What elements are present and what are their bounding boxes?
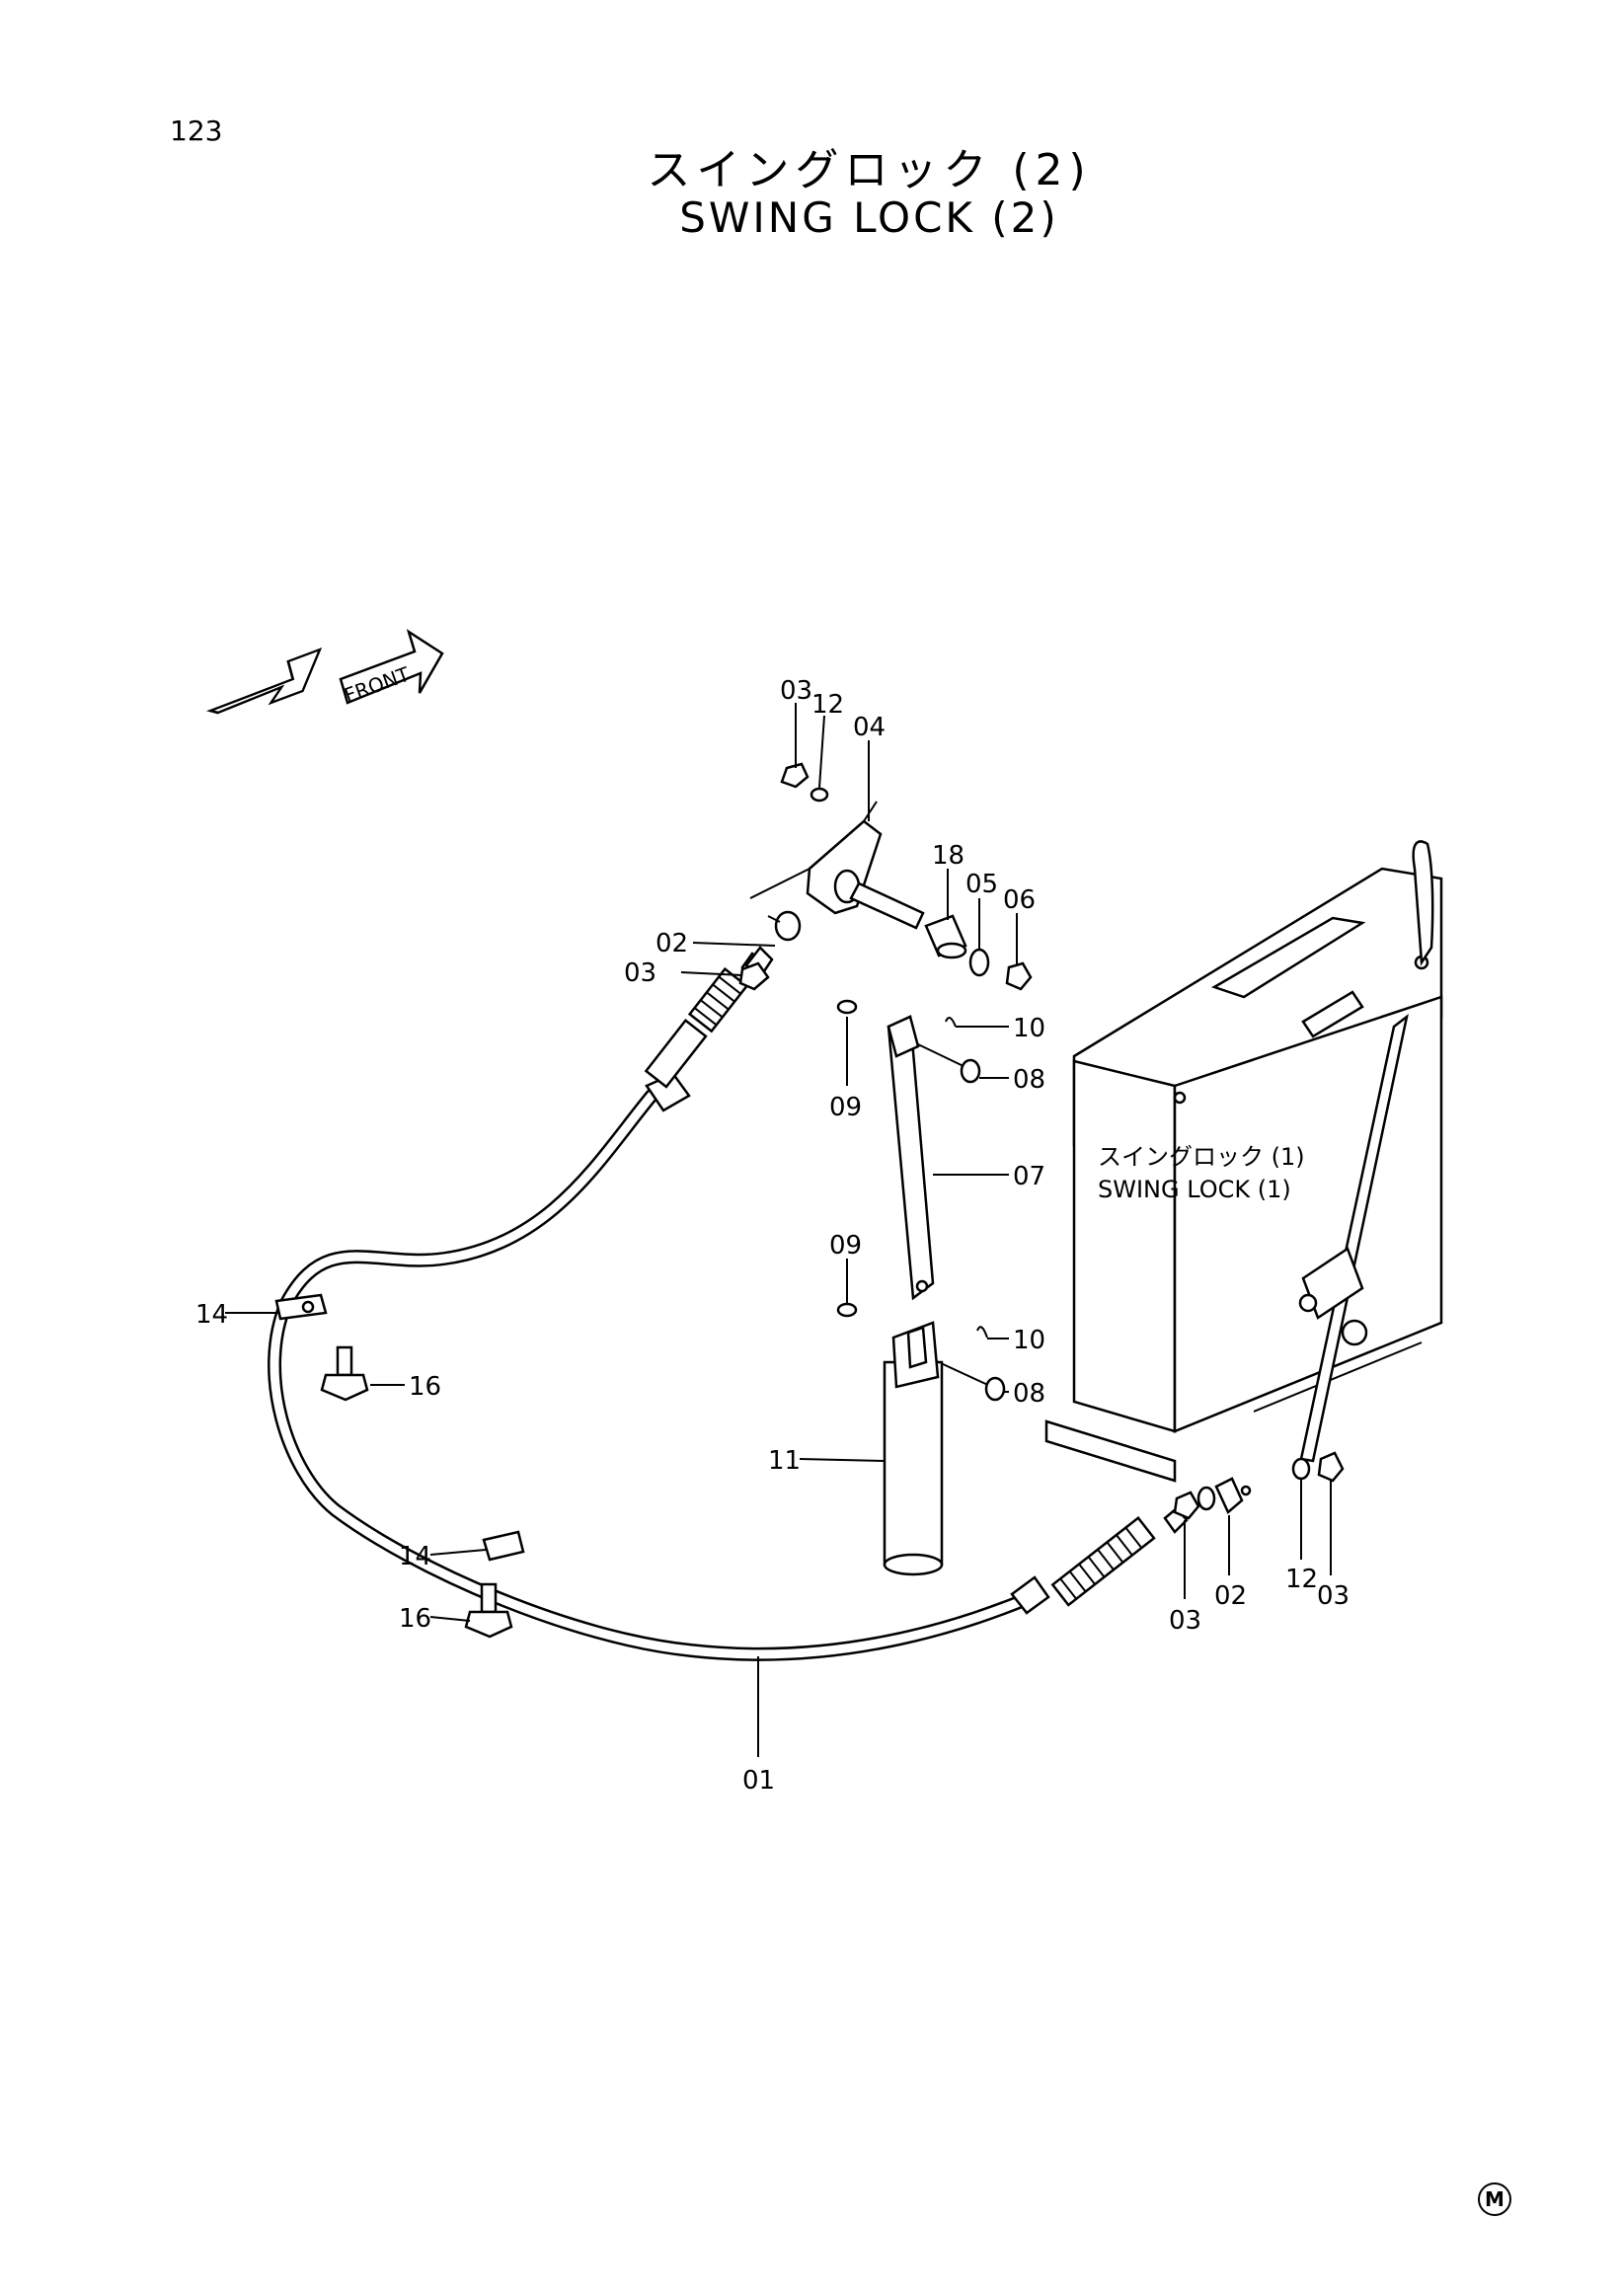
callouts: 03 12 04 18 05 06 02 03 10 08 09 07 09 1… [195,676,1350,1796]
callout-06: 06 [1003,885,1036,915]
reference-note: スイングロック (1) SWING LOCK (1) [1098,1143,1305,1203]
callout-05: 05 [965,870,998,899]
callout-16-upper: 16 [409,1372,441,1402]
bolt-16-upper [320,1345,369,1402]
callout-01: 01 [742,1766,775,1796]
callout-09-upper: 09 [829,1093,862,1122]
washer-12-right [1291,1457,1311,1481]
lower-cable-end [1010,1506,1189,1615]
cable-end-joint-02-left [767,910,802,942]
cotter-pin-10-lower [976,1326,988,1339]
washer-05 [968,948,990,977]
reference-note-en: SWING LOCK (1) [1098,1176,1291,1203]
callout-03-top: 03 [780,676,812,706]
page-number: 123 [170,115,223,147]
front-arrow-icon: FRONT [205,629,444,715]
callout-10-lower: 10 [1013,1326,1045,1355]
title-english: SWING LOCK (2) [679,193,1059,242]
nut-03-top [780,762,810,789]
rod-07 [887,1015,935,1301]
cable-end-joint-02-right [1214,1477,1252,1515]
callout-02-left: 02 [656,929,688,958]
bushing-18 [924,914,967,959]
callout-03-bottom: 03 [1169,1606,1201,1636]
control-cable [268,1089,1034,1661]
callout-03-right: 03 [1317,1581,1350,1611]
lock-cylinder-11 [883,1321,944,1576]
nut-03-left [738,961,770,991]
title-japanese: スイングロック (2) [647,145,1092,195]
reference-note-ja: スイングロック (1) [1098,1143,1305,1171]
washer-cable-end [1196,1486,1216,1511]
callout-11: 11 [768,1446,801,1476]
leader-lines [225,703,1332,1757]
callout-08-lower: 08 [1013,1379,1045,1409]
clevis-pin-08-upper [917,1043,981,1084]
callout-09-lower: 09 [829,1231,862,1261]
nut-03-right [1317,1451,1345,1483]
callout-14-upper: 14 [195,1300,228,1330]
upper-cable-end [644,946,774,1112]
callout-14-lower: 14 [399,1542,431,1571]
washer-12-top [810,787,829,803]
console-box [1044,867,1443,1483]
callout-02-right: 02 [1214,1581,1247,1611]
nut-03-bottom [1173,1491,1200,1520]
nut-06 [1005,961,1033,991]
clamp-14-lower [482,1530,525,1562]
washer-09-upper [836,999,858,1015]
washer-09-lower [836,1302,858,1318]
callout-07: 07 [1013,1162,1045,1191]
corner-mark: M [1478,2182,1511,2216]
callout-08-upper: 08 [1013,1065,1045,1095]
bolt-16-lower [464,1582,513,1639]
callout-04: 04 [853,713,886,742]
swing-lock-lever [1298,840,1434,1463]
clamp-14-upper [274,1293,328,1321]
callout-03-left: 03 [624,958,656,988]
callout-16-lower: 16 [399,1604,431,1634]
bracket-04 [749,801,925,930]
cotter-pin-10-upper [945,1017,957,1028]
callout-10-upper: 10 [1013,1014,1045,1043]
callout-12-right: 12 [1285,1565,1318,1594]
callout-12-top: 12 [811,690,844,720]
callout-18: 18 [932,841,964,871]
